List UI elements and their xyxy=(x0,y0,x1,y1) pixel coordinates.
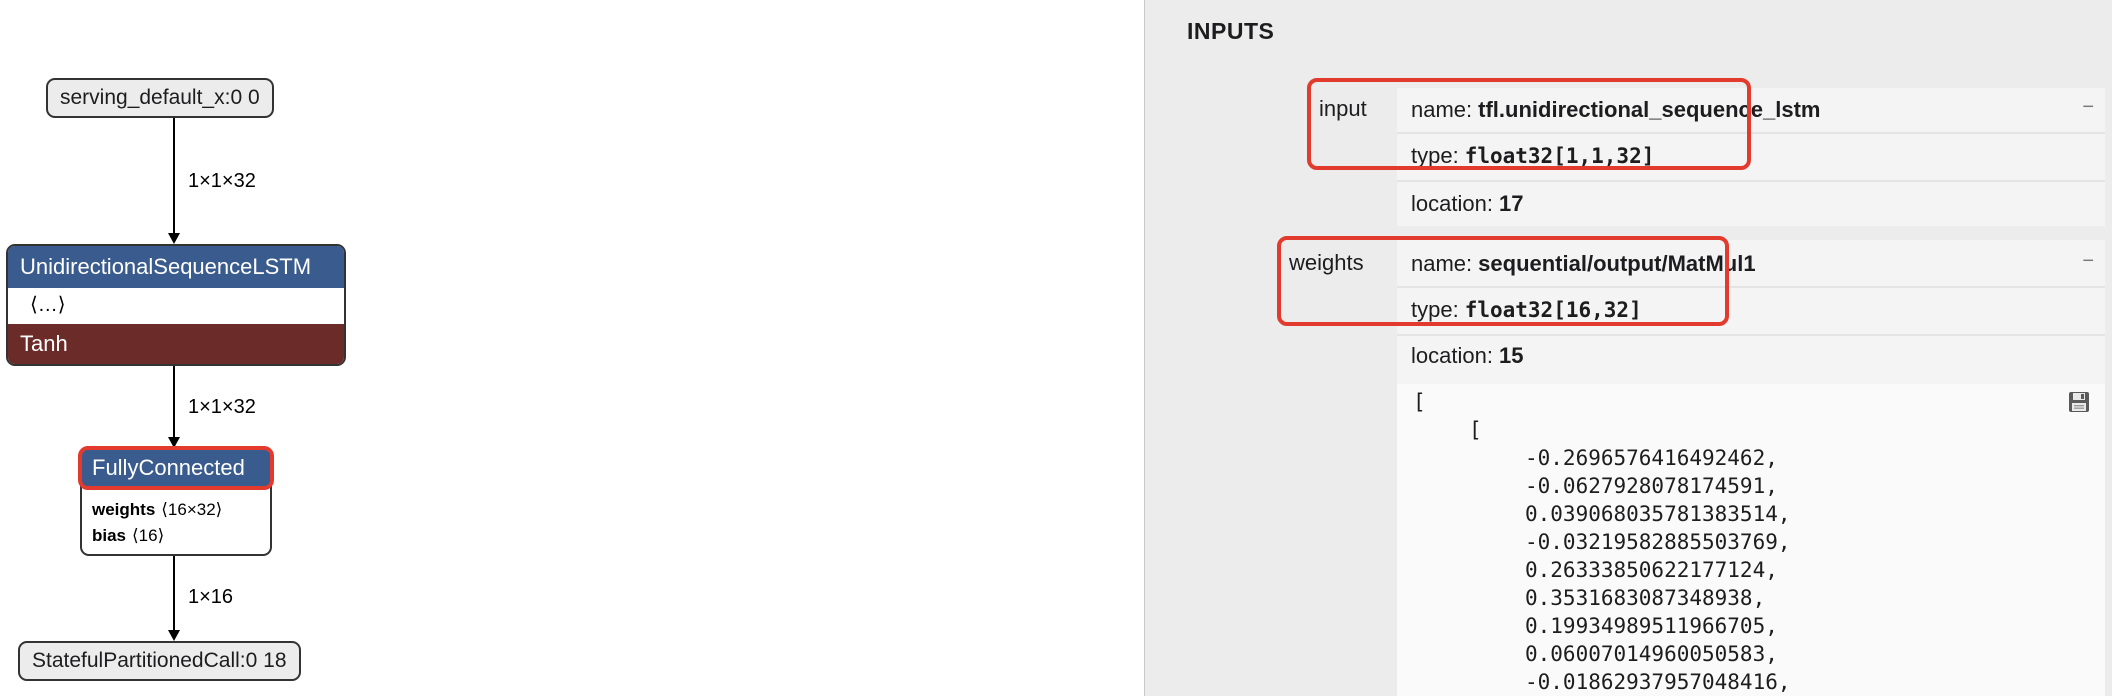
arrow-head xyxy=(168,233,180,244)
lstm-node-activation: Tanh xyxy=(8,324,344,364)
collapse-icon[interactable]: − xyxy=(2082,250,2094,272)
fc-bias-attribute: bias ⟨16⟩ xyxy=(92,526,164,546)
collapse-icon[interactable]: − xyxy=(2082,96,2094,118)
weights-name-row: name:sequential/output/MatMul1 xyxy=(1397,242,2105,286)
lstm-node[interactable]: UnidirectionalSequenceLSTM ⟨…⟩ Tanh xyxy=(6,244,346,366)
input-argument-label: input xyxy=(1319,96,1367,121)
edge-label: 1×1×32 xyxy=(188,396,256,418)
divider xyxy=(1397,334,2105,336)
input-name-key: name: xyxy=(1411,97,1473,122)
save-icon[interactable] xyxy=(2067,390,2091,414)
value-item: -0.01862937957048416, xyxy=(1525,670,1791,694)
input-type-key: type: xyxy=(1411,143,1459,168)
fc-weights-attribute: weights ⟨16×32⟩ xyxy=(92,500,222,520)
weights-location-row: location:15 xyxy=(1397,334,2105,378)
lstm-node-attributes: ⟨…⟩ xyxy=(30,294,66,316)
properties-sidebar: INPUTS input name:tfl.unidirectional_seq… xyxy=(1144,0,2112,696)
weights-type-value: float32[16,32] xyxy=(1464,298,1642,322)
fc-weights-shape: ⟨16×32⟩ xyxy=(161,500,223,519)
fc-bias-shape: ⟨16⟩ xyxy=(132,526,165,545)
input-name-value: tfl.unidirectional_sequence_lstm xyxy=(1478,97,1821,122)
value-item: 0.26333850622177124, xyxy=(1525,558,1778,582)
value-item: 0.3531683087348938, xyxy=(1525,586,1766,610)
edge-input-lstm xyxy=(173,118,175,234)
input-highlight-box xyxy=(1307,78,1751,170)
input-location-value: 17 xyxy=(1498,191,1524,216)
input-type-row: type:float32[1,1,32] xyxy=(1397,134,2105,178)
weights-type-key: type: xyxy=(1411,297,1459,322)
values-bracket: [ xyxy=(1413,390,1426,414)
divider xyxy=(1397,180,2105,182)
lstm-node-title: UnidirectionalSequenceLSTM xyxy=(8,246,344,288)
value-item: 0.06007014960050583, xyxy=(1525,642,1778,666)
input-location-key: location: xyxy=(1411,191,1493,216)
weights-type-row: type:float32[16,32] xyxy=(1397,288,2105,332)
graph-canvas[interactable]: serving_default_x:0 0 1×1×32 Unidirectio… xyxy=(0,0,1144,696)
arrow-head xyxy=(168,437,180,448)
weights-argument-label: weights xyxy=(1289,250,1364,275)
edge-label: 1×1×32 xyxy=(188,170,256,192)
output-node-label: StatefulPartitionedCall:0 18 xyxy=(32,649,287,672)
edge-fc-output xyxy=(173,556,175,631)
edge-lstm-fc xyxy=(173,366,175,438)
arrow-head xyxy=(168,630,180,641)
value-item: 0.19934989511966705, xyxy=(1525,614,1778,638)
weights-location-value: 15 xyxy=(1498,343,1524,368)
inputs-section-title: INPUTS xyxy=(1187,18,1275,44)
value-item: -0.03219582885503769, xyxy=(1525,530,1791,554)
fully-connected-node-title[interactable]: FullyConnected xyxy=(78,446,274,490)
input-type-value: float32[1,1,32] xyxy=(1464,144,1655,168)
weights-highlight-box xyxy=(1277,236,1729,326)
value-item: -0.2696576416492462, xyxy=(1525,446,1778,470)
values-bracket: [ xyxy=(1469,418,1482,442)
input-location-row: location:17 xyxy=(1397,182,2105,226)
edge-label: 1×16 xyxy=(188,586,234,608)
weights-name-key: name: xyxy=(1411,251,1473,276)
weights-name-value: sequential/output/MatMul1 xyxy=(1478,251,1756,276)
fc-bias-label: bias xyxy=(92,526,127,545)
value-item: -0.0627928078174591, xyxy=(1525,474,1778,498)
output-node[interactable]: StatefulPartitionedCall:0 18 xyxy=(18,641,301,681)
fc-weights-label: weights xyxy=(92,500,156,519)
divider xyxy=(1397,132,2105,134)
input-node[interactable]: serving_default_x:0 0 xyxy=(46,78,274,118)
input-name-row: name:tfl.unidirectional_sequence_lstm xyxy=(1397,88,2105,132)
divider xyxy=(1397,286,2105,288)
value-item: 0.039068035781383514, xyxy=(1525,502,1791,526)
weights-values-panel[interactable]: [ [ -0.2696576416492462, -0.0627928078174… xyxy=(1397,384,2105,696)
input-node-label: serving_default_x:0 0 xyxy=(60,86,260,109)
fully-connected-node[interactable]: FullyConnected weights ⟨16×32⟩ bias ⟨16⟩ xyxy=(78,446,274,556)
input-argument-card xyxy=(1397,88,2105,226)
weights-argument-card xyxy=(1397,240,2105,384)
weights-location-key: location: xyxy=(1411,343,1493,368)
